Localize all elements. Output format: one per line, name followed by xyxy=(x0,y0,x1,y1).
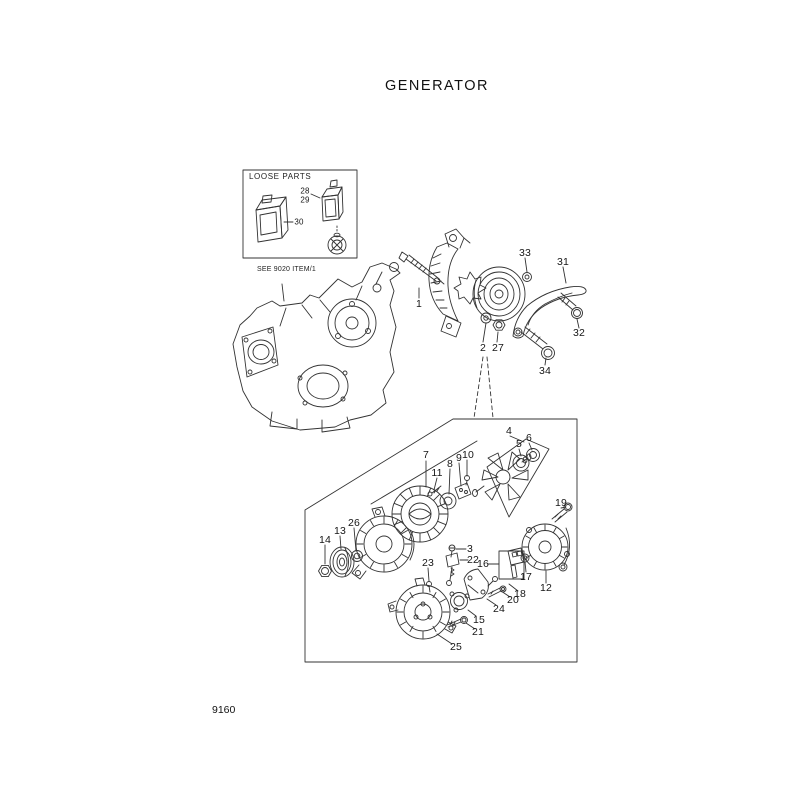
bolt-1-drawing xyxy=(398,251,445,285)
loose-parts-label: LOOSE PARTS xyxy=(249,172,312,181)
brush-block-16-drawing xyxy=(507,547,525,579)
page-number: 9160 xyxy=(212,704,236,716)
screw-3-drawing xyxy=(448,544,456,558)
screw-11-drawing xyxy=(427,485,442,497)
bolt-34-drawing xyxy=(520,326,555,360)
stator-drawing xyxy=(391,485,449,543)
relay-part-drawing xyxy=(321,179,344,222)
plate-9-drawing xyxy=(454,482,472,500)
rear-bracket-25-drawing xyxy=(387,577,457,640)
nut-27-drawing xyxy=(492,319,506,331)
nut-14-drawing xyxy=(318,564,332,578)
screw-18-drawing xyxy=(487,576,498,587)
loose-parts-box-drawing xyxy=(242,169,358,259)
leader-lines xyxy=(324,257,580,645)
exploded-view-box xyxy=(304,418,578,663)
page-title: GENERATOR xyxy=(384,78,489,94)
screw-21-drawing xyxy=(446,616,468,628)
see-note-leader xyxy=(281,283,285,302)
engine-drawing xyxy=(232,262,401,433)
part-30-drawing xyxy=(255,194,289,243)
washer-2-drawing xyxy=(480,312,492,324)
retainer-15-drawing xyxy=(449,591,470,613)
collar-6-drawing xyxy=(526,448,540,462)
bolt-19-drawing xyxy=(551,502,573,523)
bolt-20-drawing xyxy=(487,585,507,598)
washer-8-drawing xyxy=(439,492,457,510)
see-note: SEE 9020 ITEM/1 xyxy=(257,266,317,273)
alternator-body-drawing xyxy=(428,228,526,338)
screw-23-drawing xyxy=(426,581,432,593)
front-bracket-drawing xyxy=(351,506,415,580)
pulley-13-drawing xyxy=(329,546,355,578)
regulator-24-drawing xyxy=(463,568,489,601)
grommet-part-drawing xyxy=(327,225,347,255)
construction-lines xyxy=(370,435,550,580)
brush-holder-22-drawing xyxy=(445,552,460,586)
generator-assembly-drawing xyxy=(398,228,587,360)
nut-33-drawing xyxy=(522,272,532,282)
leader-28 xyxy=(310,193,321,199)
rotor-drawing xyxy=(472,451,532,501)
exploded-parts xyxy=(318,448,573,640)
rear-cover-drawing xyxy=(521,523,570,572)
adjust-arm-31-drawing xyxy=(512,285,587,339)
reference-dashed-lines xyxy=(473,356,494,419)
bolt-32-drawing xyxy=(557,292,583,319)
